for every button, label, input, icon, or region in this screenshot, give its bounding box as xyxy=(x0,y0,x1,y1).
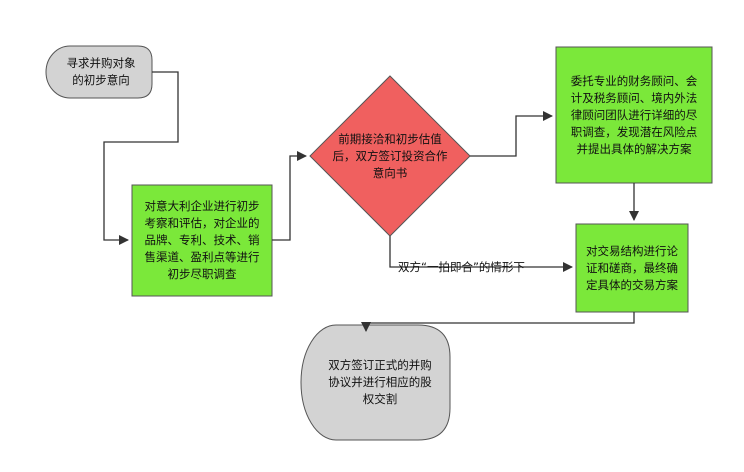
due-diligence-text: 委托专业的财务顾问、会计及税务顾问、境内外法律顾问团队进行详细的尽职调查，发现潜… xyxy=(570,73,698,156)
initial-investigation-text: 对意大利企业进行初步考察和评估，对企业的品牌、专利、技术、销售渠道、盈利点等进行… xyxy=(144,199,260,281)
connector-seek-to-investigation xyxy=(103,71,179,245)
initial-investigation-shape xyxy=(131,184,273,297)
structure-analysis-text: 对交易结构进行论证和磋商，最终确定具体的交易方案 xyxy=(586,243,678,292)
sign-agreement-text: 双方签订正式的并购协议并进行相应的股权交割 xyxy=(328,358,432,406)
connector-structure-to-agreement xyxy=(361,312,635,332)
seek-intent-text: 寻求并购对象的初步意向 xyxy=(66,56,136,87)
sign-loi-text: 前期接洽和初步估值后，双方签订投资合作意向书 xyxy=(332,131,448,180)
sign-agreement-shape xyxy=(300,324,451,441)
seek-intent-shape xyxy=(45,45,153,99)
agreement-reached-label: 双方“一拍即合”的情形下 xyxy=(398,260,525,274)
connector-loi-to-due-diligence xyxy=(470,111,553,157)
connector-investigation-to-loi xyxy=(272,151,307,241)
structure-analysis-shape xyxy=(575,223,689,313)
connector-loi-to-structure xyxy=(389,236,573,272)
